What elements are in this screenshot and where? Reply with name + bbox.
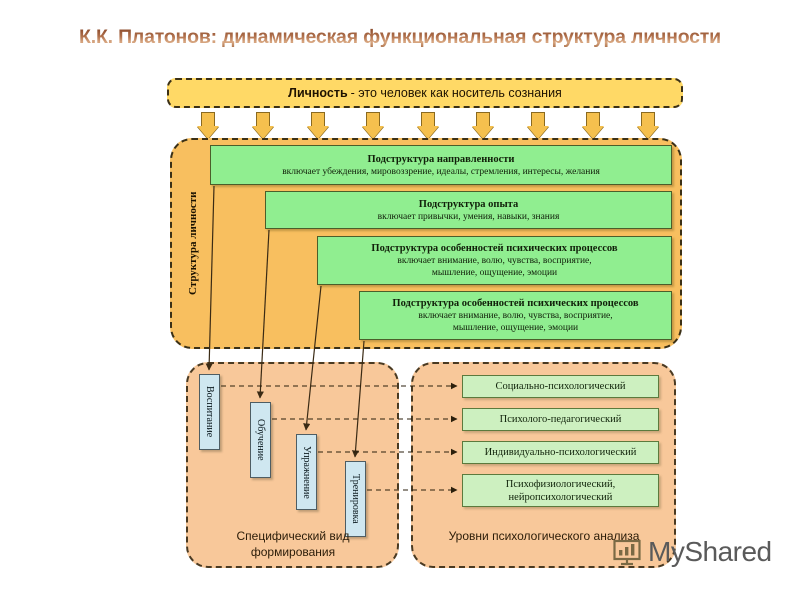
formation-item: Упражнение: [296, 434, 317, 510]
down-arrow-icon: [197, 112, 219, 139]
down-arrow-icon: [362, 112, 384, 139]
level-item-label: Индивидуально-психологический: [484, 447, 637, 458]
formation-item-label: Тренировка: [350, 474, 361, 524]
substructure-box: Подструктура направленности включает убе…: [210, 145, 672, 185]
formation-panel-caption: Специфический вид формирования: [196, 528, 390, 560]
substructure-desc-line: включает внимание, волю, чувства, воспри…: [418, 311, 613, 321]
substructure-title: Подструктура особенностей психических пр…: [371, 243, 618, 254]
watermark: MyShared: [612, 536, 772, 568]
substructure-desc-line: включает убеждения, мировоззрение, идеал…: [282, 166, 600, 177]
level-item-label: Психофизиологический,: [505, 478, 616, 490]
formation-item-label: Обучение: [255, 419, 266, 461]
down-arrow-icon: [307, 112, 329, 139]
watermark-text: MyShared: [648, 536, 772, 567]
formation-caption-line: формирования: [250, 545, 336, 559]
formation-item-label: Упражнение: [301, 445, 312, 499]
structure-side-label: Структура личности: [187, 191, 199, 295]
level-item-label: нейропсихологический: [508, 491, 613, 503]
substructure-desc-line: включает внимание, волю, чувства, воспри…: [397, 256, 592, 266]
level-item: Индивидуально-психологический: [462, 441, 659, 464]
down-arrow-icon: [527, 112, 549, 139]
formation-item: Обучение: [250, 402, 271, 478]
down-arrow-row: [197, 112, 659, 139]
substructure-box: Подструктура опыта включает привычки, ум…: [265, 191, 672, 229]
formation-item: Воспитание: [199, 374, 220, 450]
formation-item: Тренировка: [345, 461, 366, 537]
level-item: Социально-психологический: [462, 375, 659, 398]
substructure-box: Подструктура особенностей психических пр…: [317, 236, 672, 285]
substructure-title: Подструктура направленности: [367, 153, 515, 165]
substructure-title: Подструктура опыта: [418, 198, 519, 210]
formation-caption-line: Специфический вид: [236, 529, 350, 543]
substructure-box: Подструктура особенностей психических пр…: [359, 291, 672, 340]
substructure-desc-line: включает привычки, умения, навыки, знани…: [377, 211, 560, 222]
substructure-desc-line: мышление, ощущение, эмоции: [431, 268, 558, 278]
level-item: Психофизиологический, нейропсихологическ…: [462, 474, 659, 507]
substructure-title: Подструктура особенностей психических пр…: [392, 298, 639, 309]
formation-item-label: Воспитание: [204, 386, 215, 438]
page-title: К.К. Платонов: динамическая функциональн…: [0, 26, 800, 49]
down-arrow-icon: [417, 112, 439, 139]
down-arrow-icon: [582, 112, 604, 139]
down-arrow-icon: [637, 112, 659, 139]
presentation-chart-icon: [613, 539, 641, 566]
level-item-label: Психолого-педагогический: [499, 414, 622, 425]
down-arrow-icon: [252, 112, 274, 139]
personality-definition-box: Личность - это человек как носитель созн…: [167, 78, 683, 108]
definition-lead-term: Личность: [288, 86, 348, 100]
level-item: Психолого-педагогический: [462, 408, 659, 431]
levels-panel-caption: Уровни психологического анализа: [448, 529, 640, 543]
definition-text: - это человек как носитель сознания: [350, 86, 562, 100]
substructure-desc-line: мышление, ощущение, эмоции: [452, 323, 579, 333]
level-item-label: Социально-психологический: [495, 381, 626, 392]
down-arrow-icon: [472, 112, 494, 139]
